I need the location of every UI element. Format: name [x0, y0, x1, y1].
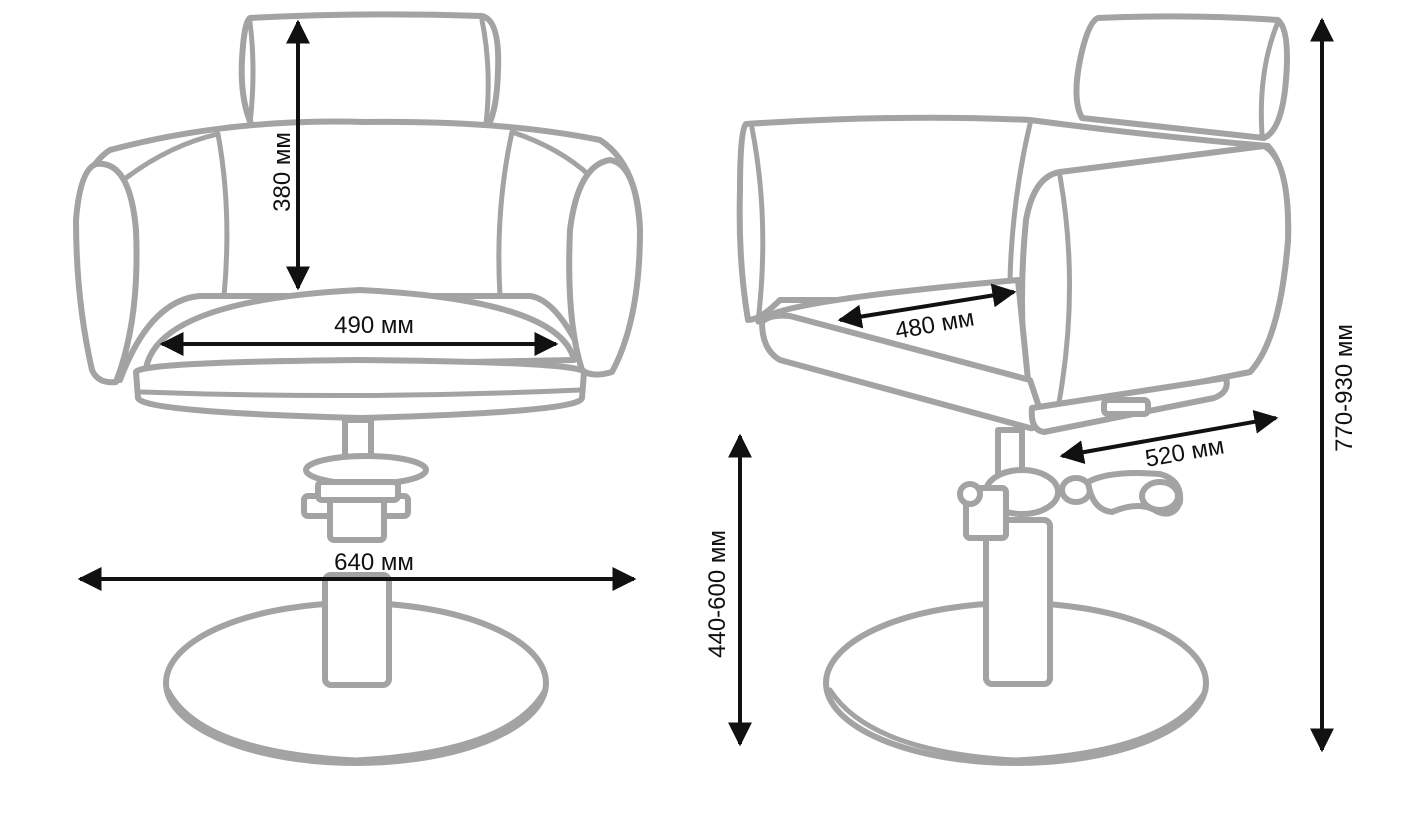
- side-dimension-footrest: 520 мм: [1059, 409, 1279, 473]
- side-column: [983, 517, 1053, 687]
- front-dimension-backrest: 380 мм: [269, 19, 310, 291]
- front-headrest: [238, 11, 502, 129]
- side-dimension-seat-height: 440-600 мм: [704, 433, 752, 747]
- front-view-chair: [73, 11, 643, 766]
- side-view-chair: [736, 13, 1292, 766]
- side-base-rim: [827, 687, 1209, 763]
- side-foot-pedal: [1085, 470, 1184, 517]
- front-column: [322, 572, 392, 688]
- base-width-label: 640 мм: [334, 549, 414, 576]
- front-armrest-left: [73, 160, 140, 386]
- total-height-label: 770-930 мм: [1331, 324, 1358, 452]
- front-armrest-right: [566, 157, 643, 378]
- seat-width-label: 490 мм: [334, 312, 414, 339]
- front-base-rim: [165, 687, 548, 763]
- side-headrest: [1073, 13, 1290, 141]
- front-dimension-base-width: 640 мм: [77, 549, 637, 591]
- front-dimension-seat-width: 490 мм: [159, 312, 559, 356]
- front-hydraulic-pump: [301, 453, 429, 543]
- side-dimension-total-height: 770-930 мм: [1310, 17, 1358, 753]
- backrest-height-label: 380 мм: [269, 132, 296, 212]
- front-seat-front: [133, 357, 587, 421]
- seat-height-label: 440-600 мм: [704, 530, 731, 658]
